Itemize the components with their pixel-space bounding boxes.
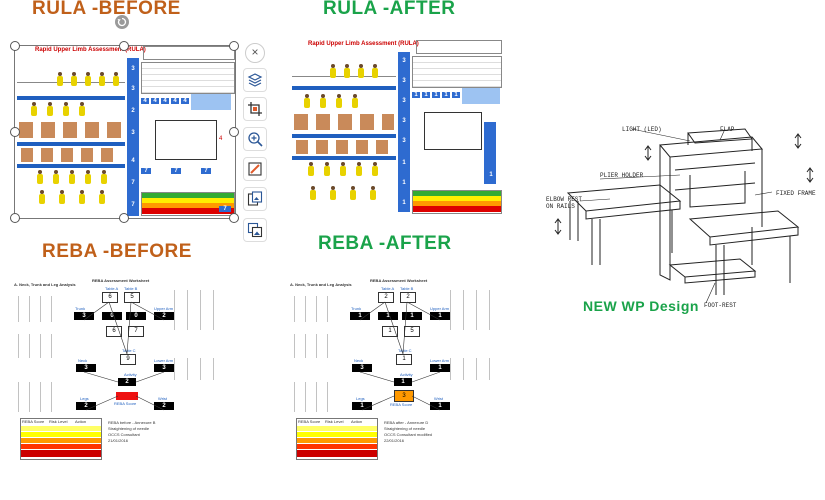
resize-handle-bottom-left[interactable]: [10, 213, 20, 223]
rula-title: Rapid Upper Limb Assessment (RULA): [35, 47, 146, 53]
rula-calc-row: 7 7 7: [141, 166, 233, 180]
reba-before-sheet: A. Neck, Trunk and Leg Analysis REBA Ass…: [14, 272, 234, 472]
reba-after-legend: REBA Score Risk Level Action: [296, 418, 378, 460]
reba-after-heading: REBA -AFTER: [318, 233, 452, 254]
elbow-rest-label: ELBOW REST ON RAILS: [546, 196, 583, 210]
reba-before-final-score: [116, 392, 138, 400]
reba-after-connectors: [359, 301, 441, 411]
foot-rest-label: FOOT-REST: [704, 302, 737, 309]
zoom-in-button[interactable]: [243, 127, 267, 151]
plier-holder-label: PLIER HOLDER: [600, 172, 644, 179]
reba-after-sheet: A. Neck, Trunk and Leg Analysis REBA Ass…: [290, 272, 510, 472]
replace-picture-icon: [247, 191, 263, 206]
rula-side-scores: 3 3 2 3 4 7 7: [127, 58, 139, 216]
reba-before-heading: REBA -BEFORE: [42, 241, 192, 262]
workplace-design-drawing: [554, 128, 814, 304]
rula-after-heading: RULA -AFTER: [323, 0, 456, 19]
reba-before-notes: REBA before - Annexure B Straightening o…: [108, 420, 156, 443]
resize-handle-bottom[interactable]: [119, 213, 129, 223]
rula-after-final-score: 1: [486, 172, 496, 178]
resize-handle-top[interactable]: [119, 41, 129, 51]
reba-before-connectors: [83, 301, 165, 411]
reba-trunk-score: 3: [74, 312, 94, 320]
reba-before-legend: REBA Score Risk Level Action: [20, 418, 102, 460]
rula-instruction-table: [141, 62, 235, 94]
layers-icon: [247, 73, 263, 87]
resize-handle-bottom-right[interactable]: [229, 213, 239, 223]
rula-header-box: [143, 46, 235, 60]
rula-after-side-scores: 3 3 3 3 3 1 1 1: [398, 52, 410, 212]
rula-final-score: 7: [219, 206, 231, 212]
resize-handle-top-right[interactable]: [229, 41, 239, 51]
rula-after-title: Rapid Upper Limb Assessment (RULA): [308, 41, 419, 47]
rula-figures-area: [17, 58, 125, 216]
crop-icon: [248, 102, 262, 116]
rotate-icon: [117, 17, 127, 27]
pen-icon: [248, 162, 262, 176]
resize-handle-right[interactable]: [229, 127, 239, 137]
rotate-handle[interactable]: [115, 15, 129, 29]
rula-after-sheet: Rapid Upper Limb Assessment (RULA) 3 3 3…: [290, 40, 502, 215]
rula-before-heading: RULA -BEFORE: [32, 0, 181, 19]
crop-button[interactable]: [243, 97, 267, 121]
resize-handle-left[interactable]: [10, 127, 20, 137]
light-led-label: LIGHT (LED): [622, 126, 662, 133]
new-design-heading: NEW WP Design: [583, 298, 699, 314]
replace-picture-button[interactable]: [243, 187, 267, 211]
rula-image-box: [155, 120, 217, 160]
layers-button[interactable]: [243, 68, 267, 92]
rula-risk-legend: [141, 192, 235, 216]
zoom-in-icon: [248, 132, 263, 147]
reba-after-notes: REBA after - Annexure D Straightening of…: [384, 420, 433, 443]
fixed-frame-label: FIXED FRAME: [776, 190, 816, 197]
resize-handle-top-left[interactable]: [10, 41, 20, 51]
rula-table-row: 4 4 4 4 4: [141, 94, 233, 110]
change-picture-button[interactable]: [243, 218, 267, 242]
reba-after-final-score: 3: [394, 390, 414, 402]
rula-score-a: 4: [219, 136, 223, 142]
rula-before-sheet[interactable]: Rapid Upper Limb Assessment (RULA) 3 3 2…: [14, 45, 236, 219]
change-picture-icon: [247, 222, 263, 238]
edit-button[interactable]: [243, 157, 267, 181]
close-button[interactable]: ×: [245, 43, 265, 63]
flap-label: FLAP: [720, 126, 735, 133]
